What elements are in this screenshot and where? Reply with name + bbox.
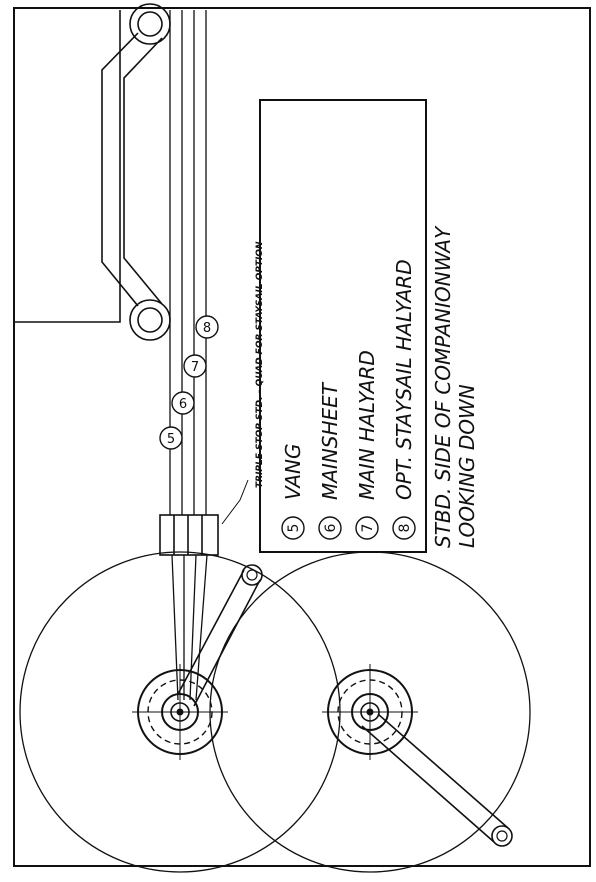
line-tag-7-label: 7 [191,360,199,375]
winch-secondary [209,551,531,873]
control-lines [169,10,208,701]
legend-item-7: 7 MAIN HALYARD [355,350,379,540]
legend-item-8: 8 OPT. STAYSAIL HALYARD [392,259,416,540]
line-tag-6: 6 [171,391,195,415]
caption-line-2: LOOKING DOWN [455,384,479,548]
grab-handle [101,3,171,341]
companionway-outline [14,10,121,323]
legend-number-7: 7 [360,524,376,533]
line-tag-5: 5 [159,426,183,450]
winch-primary-handle-grip [241,564,263,586]
legend-item-6: 6 MAINSHEET [318,381,342,540]
legend-number-5: 5 [286,524,302,533]
winch-primary [19,551,341,873]
line-tag-7: 7 [183,354,207,378]
line-tag-8: 8 [195,315,219,339]
legend-label-opt-staysail-halyard: OPT. STAYSAIL HALYARD [392,259,416,500]
winch-secondary-handle-grip [491,825,513,847]
legend-label-vang: VANG [281,444,305,500]
legend-label-main-halyard: MAIN HALYARD [355,350,379,500]
legend-number-6: 6 [323,523,339,532]
legend-box [259,99,427,553]
legend-item-5: 5 VANG [281,444,305,540]
caption-line-1: STBD. SIDE OF COMPANIONWAY [431,225,455,548]
line-tag-8-label: 8 [203,321,211,336]
legend-number-8: 8 [397,524,413,533]
winch-secondary-sweep [209,551,531,873]
rope-clutch-bank [159,514,219,556]
stopper-leader-line [221,479,249,525]
line-tag-5-label: 5 [167,432,175,447]
drawing-border [13,7,591,867]
line-tags: 5 6 7 8 [159,315,219,450]
legend-label-mainsheet: MAINSHEET [318,381,342,500]
line-tag-6-label: 6 [179,397,187,412]
